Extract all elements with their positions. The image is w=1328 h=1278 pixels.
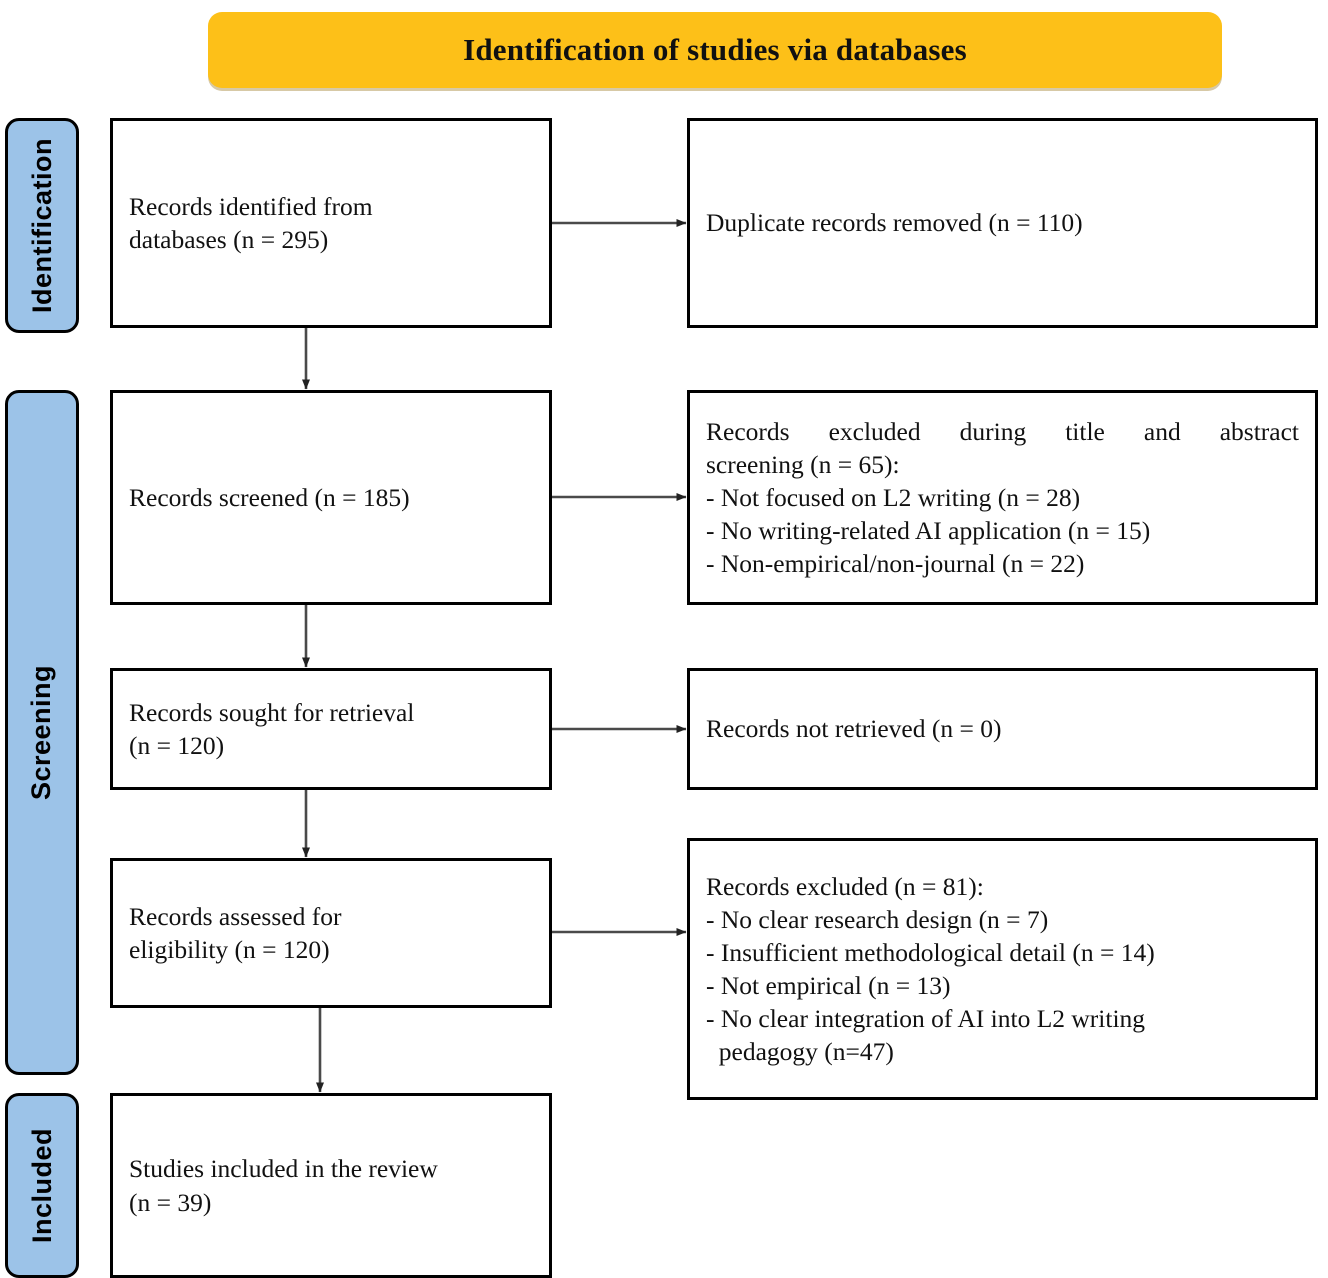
node-studies-included: Studies included in the review(n = 39) xyxy=(110,1093,552,1278)
node-records-excluded-eligibility: Records excluded (n = 81):- No clear res… xyxy=(687,838,1318,1100)
phase-label-identification-text: Identification xyxy=(26,138,57,313)
node-records-not-retrieved: Records not retrieved (n = 0) xyxy=(687,668,1318,790)
node-records-sought-for-retrieval: Records sought for retrieval(n = 120) xyxy=(110,668,552,790)
node-records-excluded-eligibility-text: Records excluded (n = 81):- No clear res… xyxy=(706,871,1155,1067)
diagram-title-banner: Identification of studies via databases xyxy=(208,12,1222,88)
phase-label-included-text: Included xyxy=(26,1127,57,1244)
node-duplicate-records-removed: Duplicate records removed (n = 110) xyxy=(687,118,1318,328)
page-title: Identification of studies via databases xyxy=(463,32,967,67)
node-records-excluded-title-abstract: Records excluded during title and abstra… xyxy=(687,390,1318,605)
node-studies-included-text: Studies included in the review(n = 39) xyxy=(129,1154,438,1217)
phase-label-identification: Identification xyxy=(5,118,79,333)
node-records-screened-text: Records screened (n = 185) xyxy=(129,482,410,512)
phase-label-screening-text: Screening xyxy=(26,664,57,801)
node-records-excluded-title-abstract-text: Records excluded during title and abstra… xyxy=(706,416,1299,579)
phase-label-screening: Screening xyxy=(5,390,79,1075)
node-records-screened: Records screened (n = 185) xyxy=(110,390,552,605)
node-records-not-retrieved-text: Records not retrieved (n = 0) xyxy=(706,714,1002,744)
node-duplicate-records-removed-text: Duplicate records removed (n = 110) xyxy=(706,208,1083,238)
node-records-sought-for-retrieval-text: Records sought for retrieval(n = 120) xyxy=(129,697,415,760)
phase-label-included: Included xyxy=(5,1093,79,1278)
